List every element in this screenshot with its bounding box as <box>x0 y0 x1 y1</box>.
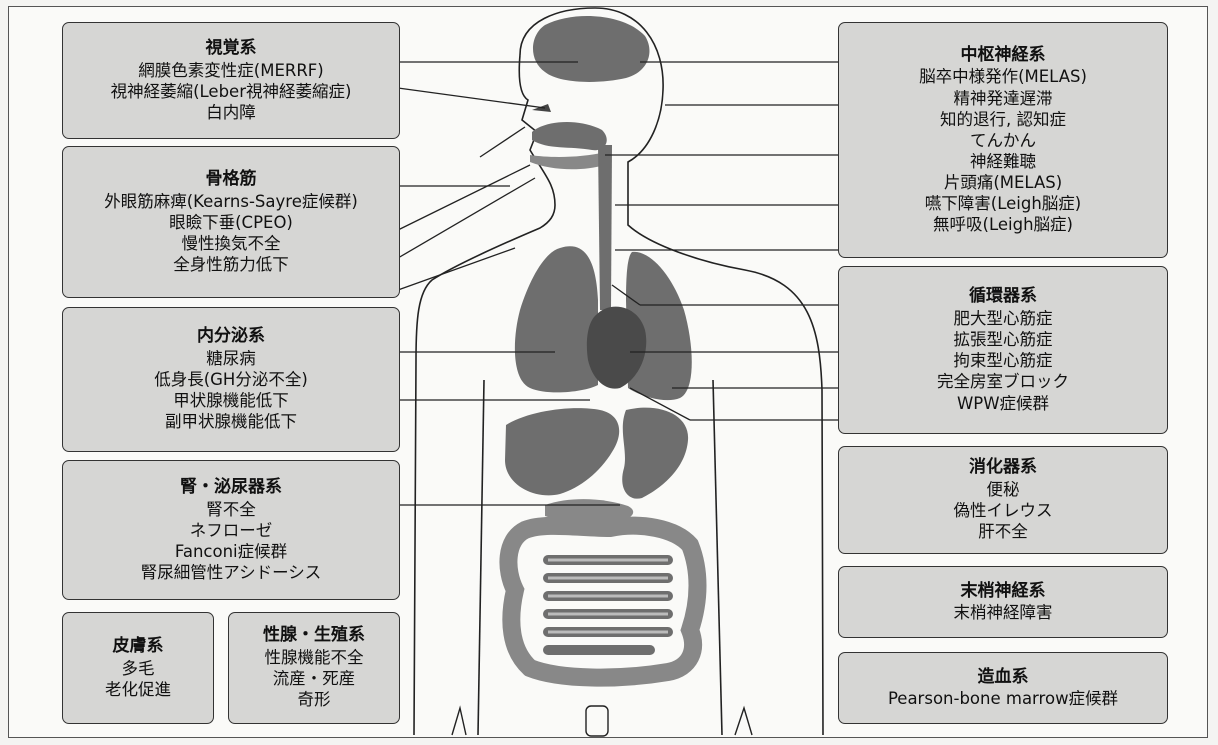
vision-item: 網膜色素変性症(MERRF) <box>138 60 323 81</box>
peripheral-nerve-item: 末梢神経障害 <box>954 602 1053 623</box>
circulatory-item: 拡張型心筋症 <box>954 329 1053 350</box>
cns-title: 中枢神経系 <box>961 45 1046 67</box>
peripheral-nerve-title: 末梢神経系 <box>961 581 1046 603</box>
nasal-cavity <box>532 122 607 150</box>
endocrine-title: 内分泌系 <box>197 326 265 348</box>
vision-system-box: 視覚系 網膜色素変性症(MERRF) 視神経萎縮(Leber視神経萎縮症) 白内… <box>62 22 400 139</box>
renal-urinary-item: Fanconi症候群 <box>175 541 287 562</box>
circulatory-item: 拘束型心筋症 <box>954 350 1053 371</box>
gonad-reproductive-item: 奇形 <box>298 689 331 710</box>
cns-item: 精神発達遅滞 <box>954 88 1053 109</box>
skeletal-muscle-title: 骨格筋 <box>206 169 257 191</box>
cns-item: 無呼吸(Leigh脳症) <box>933 214 1073 235</box>
cns-item: 片頭痛(MELAS) <box>944 172 1062 193</box>
skeletal-muscle-item: 外眼筋麻痺(Kearns-Sayre症候群) <box>104 191 358 212</box>
digestive-item: 肝不全 <box>978 521 1028 542</box>
endocrine-item: 糖尿病 <box>206 348 256 369</box>
vision-item: 視神経萎縮(Leber視神経萎縮症) <box>111 81 352 102</box>
lower-body-gap <box>586 706 608 736</box>
gonad-reproductive-box: 性腺・生殖系 性腺機能不全 流産・死産 奇形 <box>228 612 400 724</box>
small-intestine <box>548 560 668 650</box>
gonad-reproductive-title: 性腺・生殖系 <box>263 625 365 647</box>
renal-urinary-title: 腎・泌尿器系 <box>180 477 282 499</box>
digestive-title: 消化器系 <box>969 457 1037 479</box>
renal-urinary-item: 腎不全 <box>206 499 256 520</box>
hematopoietic-box: 造血系 Pearson-bone marrow症候群 <box>838 652 1168 724</box>
endocrine-box: 内分泌系 糖尿病 低身長(GH分泌不全) 甲状腺機能低下 副甲状腺機能低下 <box>62 307 400 452</box>
cns-item: てんかん <box>970 130 1036 151</box>
leg-inner-right <box>735 708 752 735</box>
vision-item: 白内障 <box>206 102 256 123</box>
renal-urinary-item: 腎尿細管性アシドーシス <box>141 562 322 583</box>
skeletal-muscle-item: 全身性筋力低下 <box>173 254 289 275</box>
circulatory-title: 循環器系 <box>969 286 1037 308</box>
right-arm-inner <box>713 380 722 735</box>
skeletal-muscle-item: 眼瞼下垂(CPEO) <box>169 212 293 233</box>
circulatory-item: WPW症候群 <box>957 393 1049 414</box>
cns-item: 知的退行, 認知症 <box>940 109 1066 130</box>
cns-item: 脳卒中様発作(MELAS) <box>919 66 1087 87</box>
endocrine-item: 低身長(GH分泌不全) <box>154 369 308 390</box>
left-arm-inner <box>478 380 484 735</box>
hematopoietic-item: Pearson-bone marrow症候群 <box>888 688 1118 709</box>
liver <box>505 408 619 495</box>
renal-urinary-item: ネフローゼ <box>190 520 273 541</box>
circulatory-box: 循環器系 肥大型心筋症 拡張型心筋症 拘束型心筋症 完全房室ブロック WPW症候… <box>838 266 1168 434</box>
gonad-reproductive-item: 流産・死産 <box>273 668 356 689</box>
digestive-item: 便秘 <box>987 479 1020 500</box>
cns-box: 中枢神経系 脳卒中様発作(MELAS) 精神発達遅滞 知的退行, 認知症 てんか… <box>838 22 1168 258</box>
endocrine-item: 副甲状腺機能低下 <box>165 411 297 432</box>
cns-item: 嚥下障害(Leigh脳症) <box>925 193 1081 214</box>
circulatory-item: 肥大型心筋症 <box>954 308 1053 329</box>
peripheral-nerve-box: 末梢神経系 末梢神経障害 <box>838 566 1168 638</box>
digestive-item: 偽性イレウス <box>954 500 1053 521</box>
small-intestine-outline <box>548 560 668 632</box>
hematopoietic-title: 造血系 <box>978 667 1029 689</box>
vision-title: 視覚系 <box>206 38 257 60</box>
gonad-reproductive-item: 性腺機能不全 <box>265 647 364 668</box>
circulatory-item: 完全房室ブロック <box>937 371 1069 392</box>
leg-inner <box>452 708 466 735</box>
skin-item: 多毛 <box>122 658 155 679</box>
stomach <box>622 408 688 499</box>
skin-title: 皮膚系 <box>113 636 164 658</box>
brain <box>533 16 649 82</box>
skin-box: 皮膚系 多毛 老化促進 <box>62 612 214 724</box>
esophagus <box>598 145 612 310</box>
skeletal-muscle-item: 慢性換気不全 <box>182 233 281 254</box>
skin-item: 老化促進 <box>105 679 171 700</box>
left-lung <box>515 246 598 392</box>
renal-urinary-box: 腎・泌尿器系 腎不全 ネフローゼ Fanconi症候群 腎尿細管性アシドーシス <box>62 460 400 600</box>
skeletal-muscle-box: 骨格筋 外眼筋麻痺(Kearns-Sayre症候群) 眼瞼下垂(CPEO) 慢性… <box>62 146 400 298</box>
endocrine-item: 甲状腺機能低下 <box>173 390 289 411</box>
digestive-box: 消化器系 便秘 偽性イレウス 肝不全 <box>838 446 1168 554</box>
cns-item: 神経難聴 <box>970 151 1036 172</box>
